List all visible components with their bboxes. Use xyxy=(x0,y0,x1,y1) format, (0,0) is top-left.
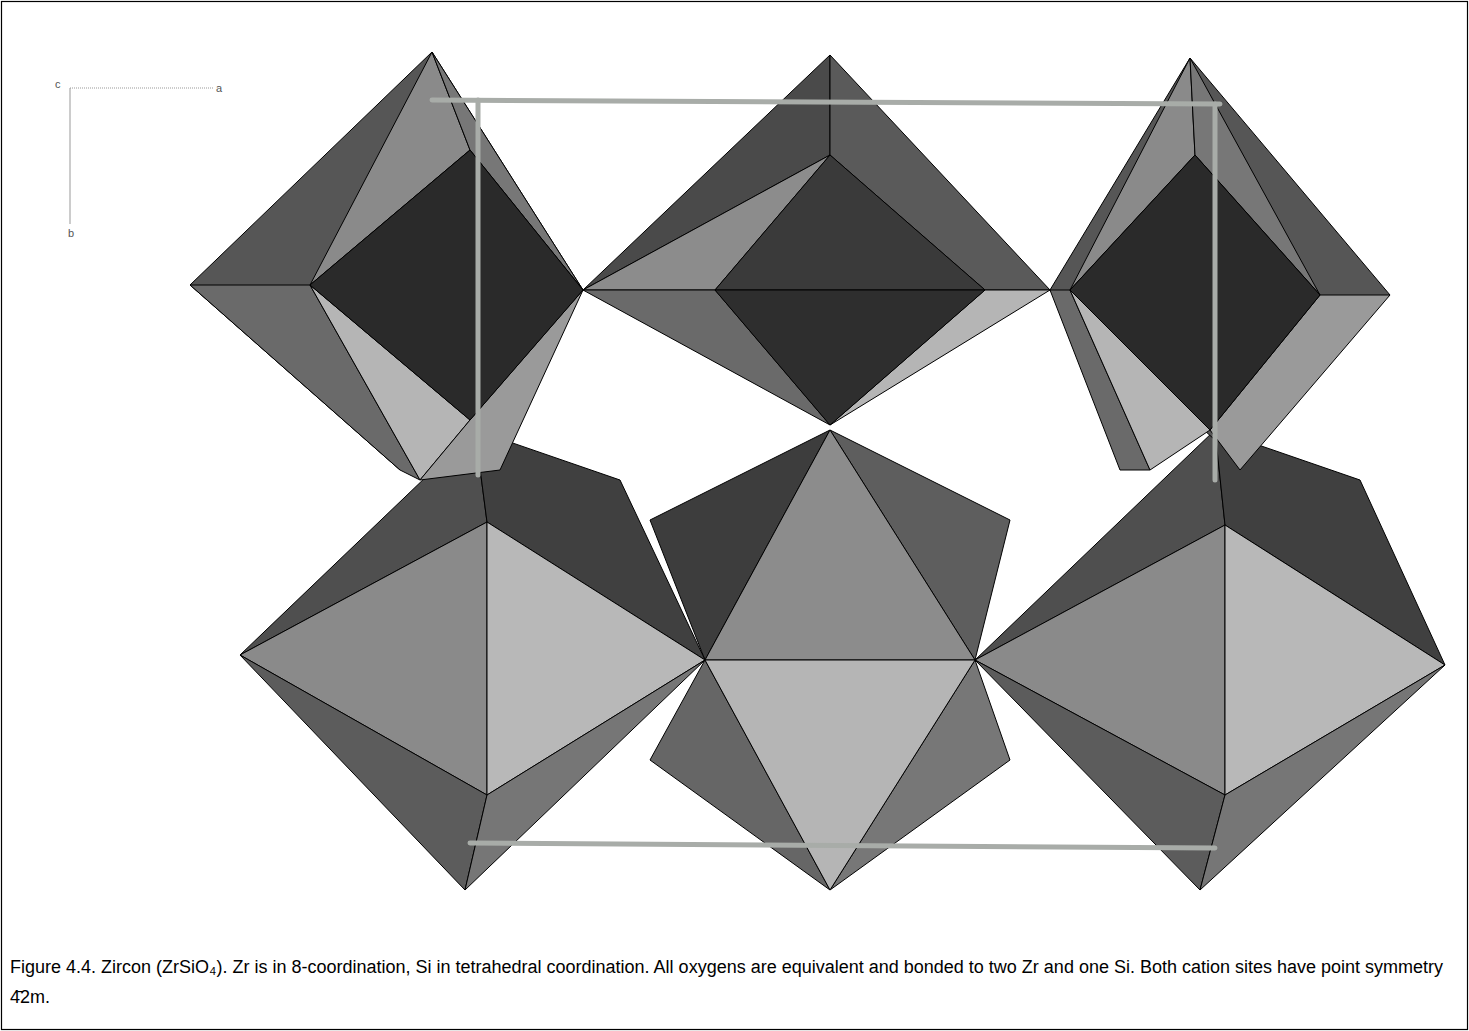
polyhedron-face xyxy=(1200,665,1445,890)
polyhedron-face xyxy=(715,290,985,425)
axis-label: c xyxy=(55,78,61,90)
unit-cell-edge xyxy=(1213,104,1218,480)
polyhedron-face xyxy=(310,150,583,420)
unit-cell-edge xyxy=(432,100,1220,104)
polyhedra xyxy=(190,52,1445,890)
axis-label: b xyxy=(68,227,74,239)
polyhedron-face xyxy=(705,660,975,890)
unit-cell xyxy=(432,100,1220,848)
figure-caption: Figure 4.4. Zircon (ZrSiO₄). Zr is in 8-… xyxy=(10,952,1455,1012)
polyhedron-face xyxy=(240,655,487,890)
unit-cell-edge xyxy=(476,100,481,475)
polyhedron-face xyxy=(715,155,985,290)
polyhedron-face xyxy=(465,660,705,890)
axis-indicator xyxy=(70,88,213,224)
polyhedron-face xyxy=(705,430,975,660)
unit-cell-edge xyxy=(470,843,1215,848)
axis-label: a xyxy=(216,82,222,94)
polyhedron-face xyxy=(1070,155,1320,430)
polyhedron-face xyxy=(975,660,1225,890)
